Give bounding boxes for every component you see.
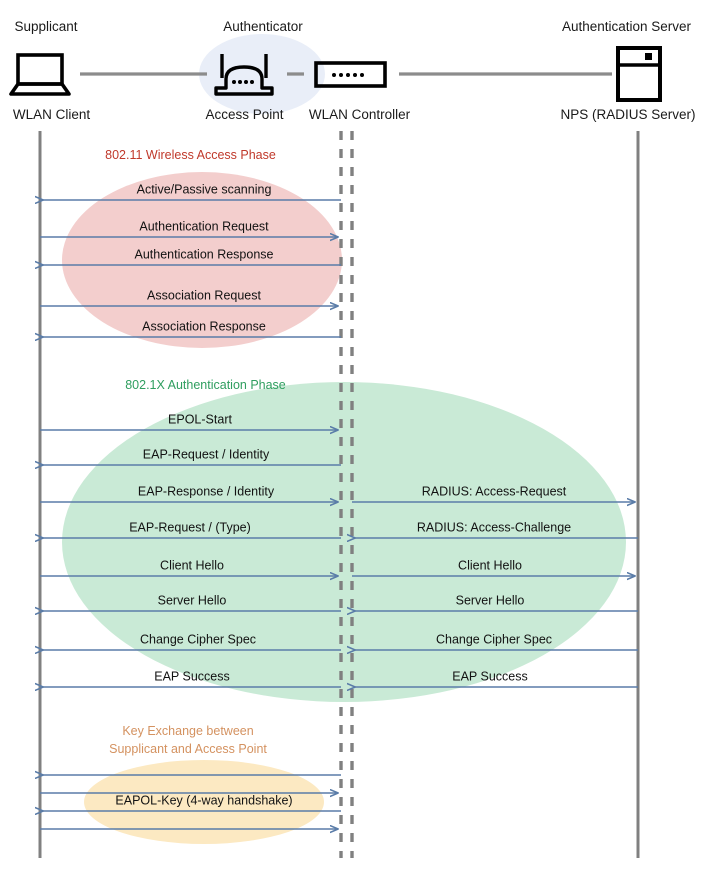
role-label-authenticator: Authenticator (223, 19, 303, 34)
message-label-server-hello-left: Server Hello (157, 593, 227, 608)
message-label-client-hello-right: Client Hello (458, 558, 522, 573)
message-label-eap-success-right: EAP Success (452, 669, 528, 684)
message-label-server-hello-right: Server Hello (455, 593, 525, 608)
phase-keyexchange-arrows (40, 775, 341, 829)
message-label-eap-request-identity: EAP-Request / Identity (142, 447, 270, 462)
message-label-radius-access-request: RADIUS: Access-Request (421, 484, 567, 499)
role-label-supplicant: Supplicant (14, 19, 78, 34)
wlan-controller-icon (314, 61, 387, 88)
phase-title-80211: 802.11 Wireless Access Phase (105, 148, 276, 162)
message-label-active-passive-scanning: Active/Passive scanning (136, 182, 272, 197)
message-label-authentication-response: Authentication Response (134, 247, 274, 262)
phase-title-keyexchange-line2: Supplicant and Access Point (109, 742, 267, 756)
message-label-eap-request-type: EAP-Request / (Type) (129, 520, 251, 535)
message-label-authentication-request: Authentication Request (139, 219, 269, 234)
device-label-nps-radius-server: NPS (RADIUS Server) (560, 107, 696, 122)
message-label-radius-access-challenge: RADIUS: Access-Challenge (416, 520, 572, 535)
access-point-icon (214, 54, 274, 96)
message-label-client-hello-left: Client Hello (160, 558, 224, 573)
device-label-wlan-controller: WLAN Controller (308, 107, 411, 122)
laptop-icon (9, 53, 71, 96)
message-label-epol-start: EPOL-Start (168, 412, 232, 427)
phase-80211-ellipse (62, 172, 342, 348)
phase-keyexchange-ellipse (84, 760, 324, 844)
message-label-association-request: Association Request (147, 288, 261, 303)
server-icon (616, 46, 662, 102)
phase-80211-arrows (40, 200, 341, 337)
phase-title-keyexchange-line1: Key Exchange between (122, 724, 254, 738)
message-label-change-cipher-spec-left: Change Cipher Spec (139, 632, 257, 647)
phase-8021x-ellipse (62, 382, 626, 702)
role-label-authentication-server: Authentication Server (561, 19, 692, 34)
device-label-access-point: Access Point (205, 107, 284, 122)
device-label-wlan-client: WLAN Client (12, 107, 91, 122)
message-label-eap-response-identity: EAP-Response / Identity (137, 484, 275, 499)
message-label-association-response: Association Response (142, 319, 266, 334)
phase-8021x-arrows (40, 430, 638, 687)
message-label-change-cipher-spec-right: Change Cipher Spec (435, 632, 553, 647)
phase-title-8021x: 802.1X Authentication Phase (125, 378, 286, 392)
message-label-eap-success-left: EAP Success (154, 669, 230, 684)
message-label-eapol-key: EAPOL-Key (4-way handshake) (115, 793, 293, 808)
